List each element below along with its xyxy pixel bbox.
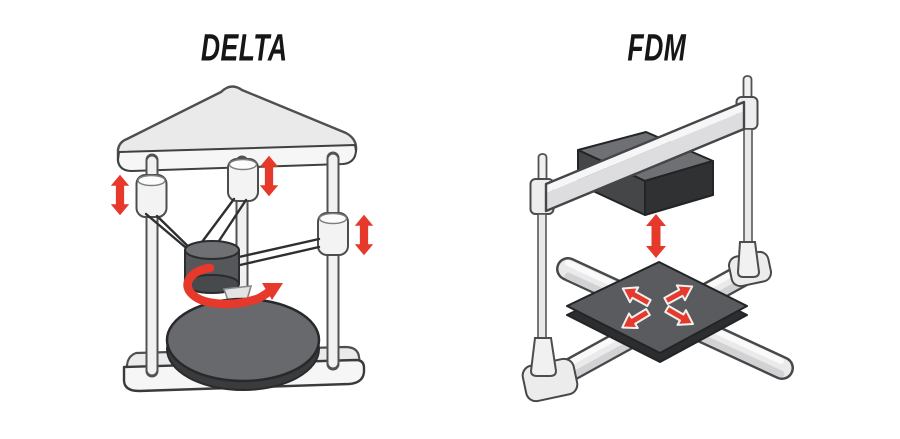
up-down-arrow-icon bbox=[354, 214, 374, 256]
delta-printer bbox=[110, 85, 374, 393]
fdm-printer bbox=[521, 75, 794, 403]
delta-print-bed bbox=[165, 297, 321, 391]
delta-carriage-left bbox=[135, 174, 168, 218]
delta-carriage-middle bbox=[227, 158, 259, 202]
up-down-arrow-icon bbox=[646, 214, 666, 258]
up-down-arrow-icon bbox=[110, 174, 130, 216]
fdm-gantry-beam bbox=[544, 100, 746, 213]
fdm-post-right bbox=[735, 75, 759, 251]
rotation-arrow-icon bbox=[183, 263, 283, 309]
delta-carriage-right bbox=[317, 212, 349, 256]
fdm-print-bed bbox=[566, 261, 748, 363]
fdm-foot-left bbox=[521, 337, 579, 403]
fdm-foot-right bbox=[727, 241, 773, 288]
